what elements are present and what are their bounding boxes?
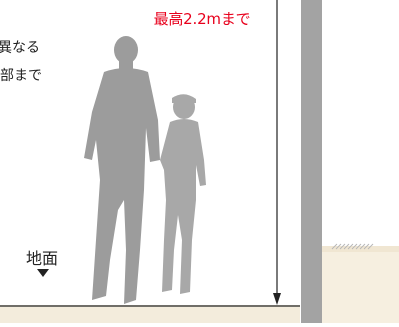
down-triangle-icon [37, 269, 49, 277]
down-arrow-icon [273, 293, 281, 305]
ground-label: 地面 [26, 249, 59, 268]
pillar [301, 0, 322, 323]
ground-strip-left [0, 305, 300, 323]
child-silhouette [160, 94, 206, 294]
adult-silhouette [84, 36, 160, 304]
hatch-pattern [331, 243, 374, 250]
note-text-line-2: 頭部まで [0, 68, 42, 84]
note-text-line-1: 異なる [0, 40, 40, 56]
max-height-label: 最高2.2mまで [153, 10, 251, 28]
ground-strip-right [322, 246, 399, 323]
